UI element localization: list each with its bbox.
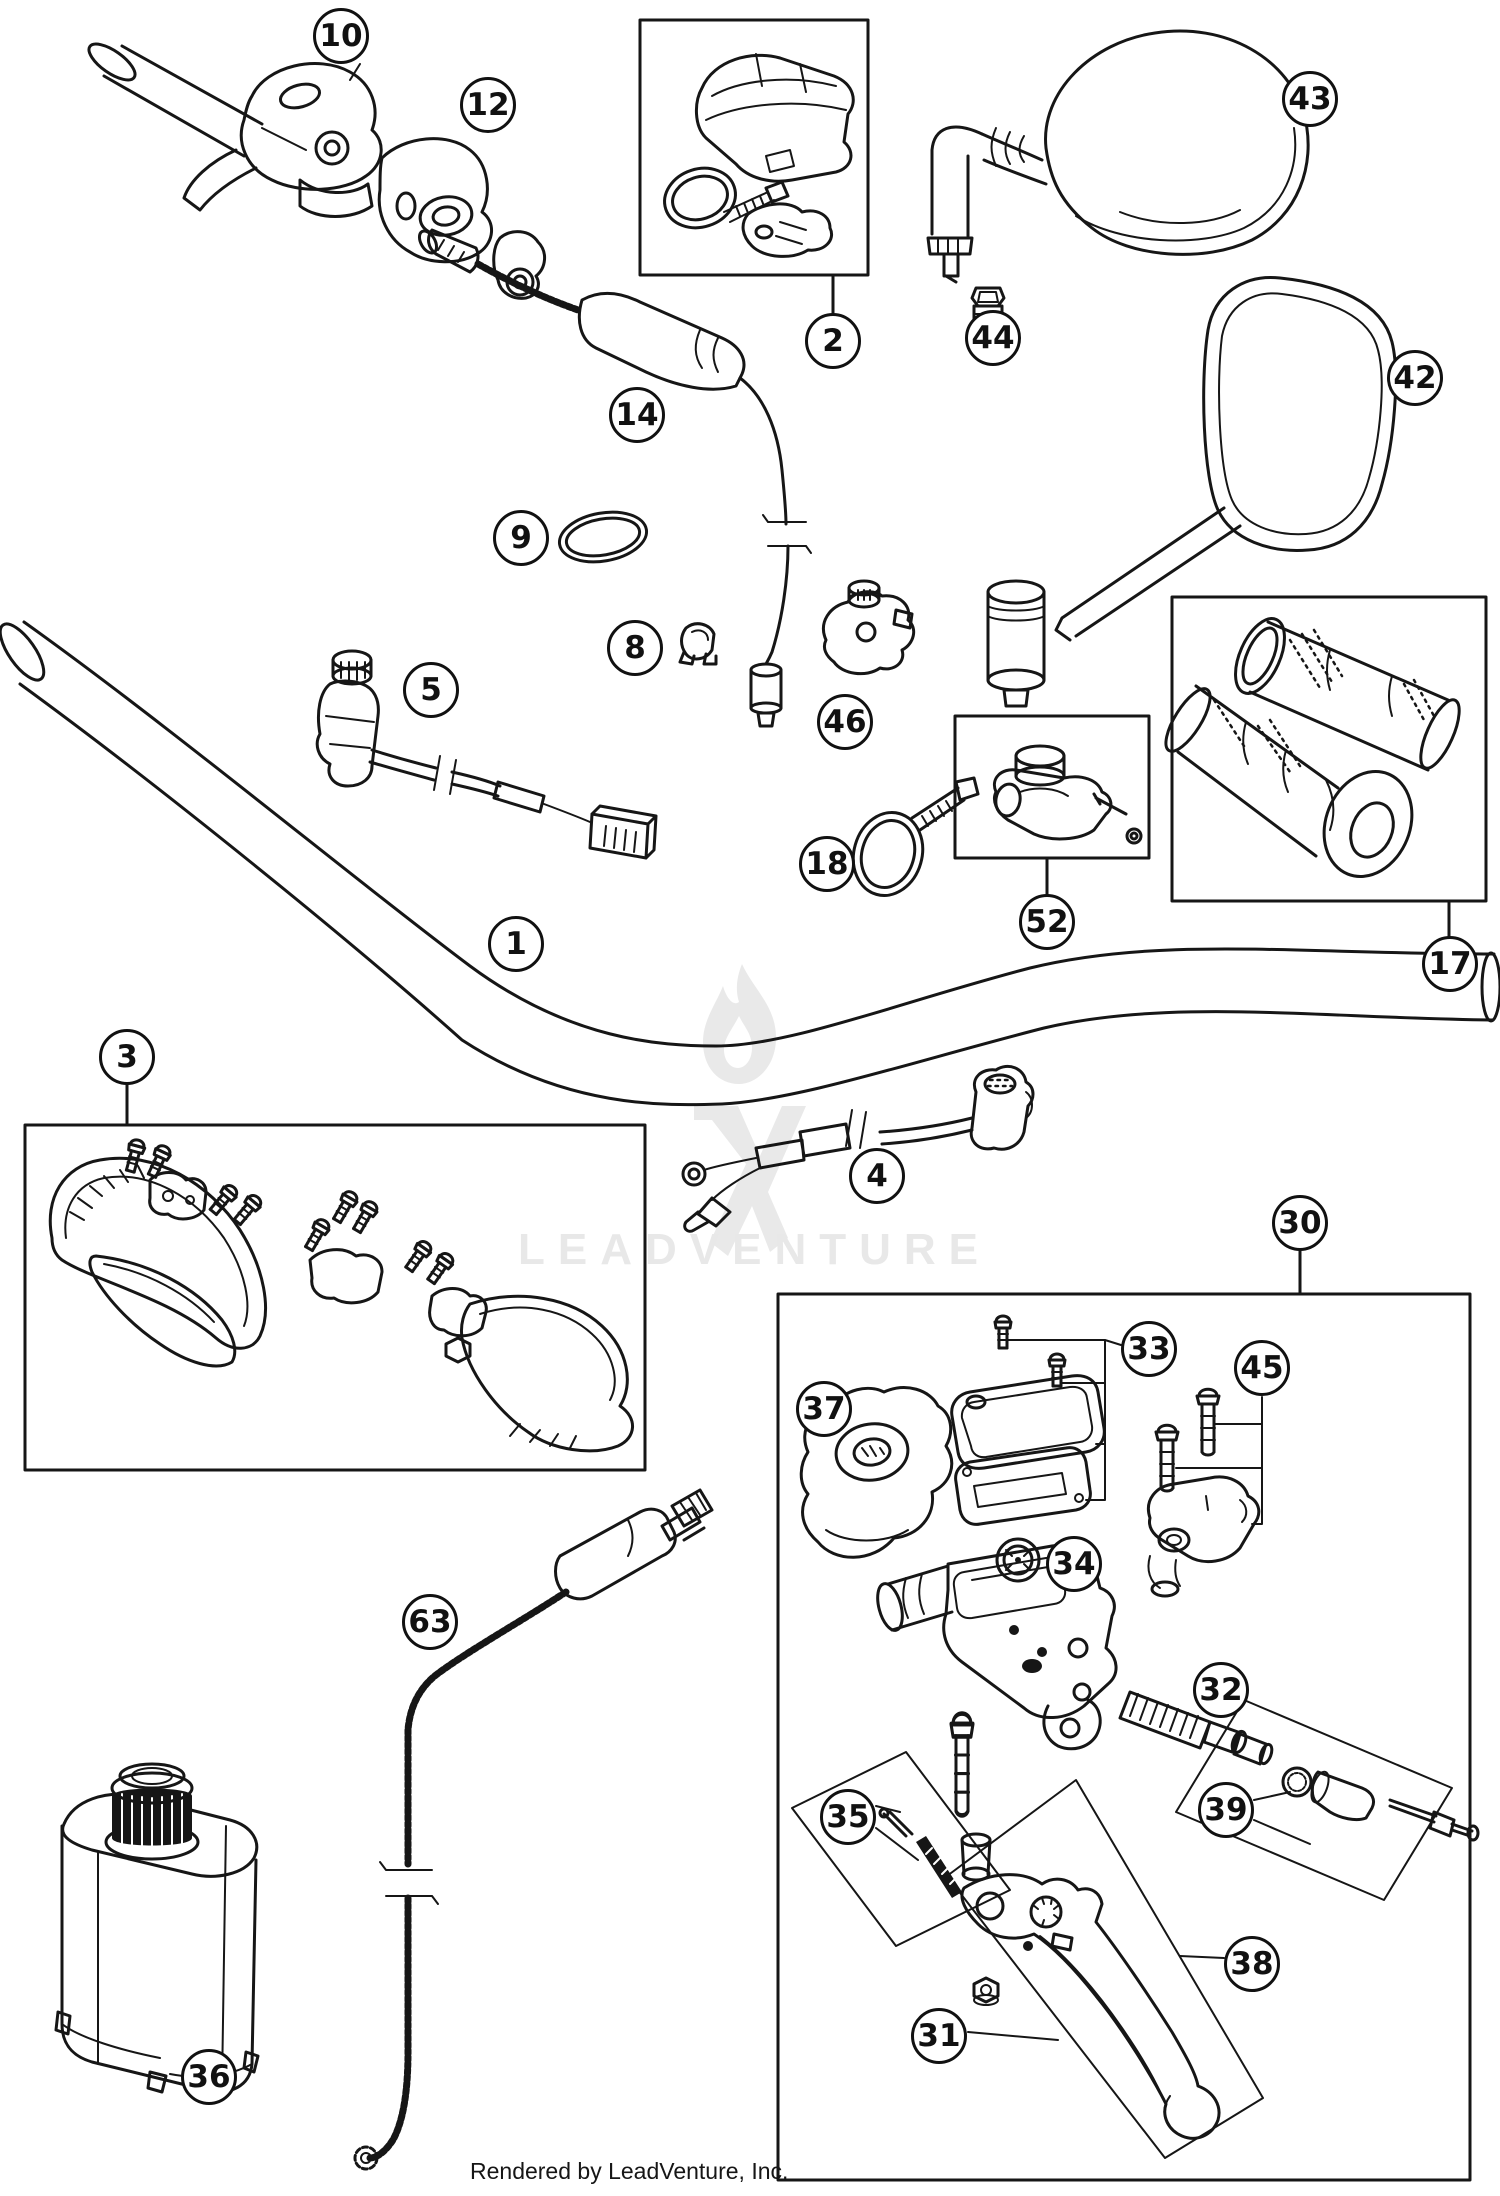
callout-17[interactable]: 17 — [1422, 936, 1478, 992]
clutch-cable — [353, 1488, 714, 2171]
callout-31[interactable]: 31 — [911, 2008, 967, 2064]
callout-12[interactable]: 12 — [460, 77, 516, 133]
callout-44[interactable]: 44 — [965, 310, 1021, 366]
callout-35[interactable]: 35 — [820, 1789, 876, 1845]
group-box-3 — [23, 1123, 647, 1472]
callout-36[interactable]: 36 — [181, 2049, 237, 2105]
cable-guide-bracket — [822, 579, 916, 676]
clutch-master-cylinder-kit — [799, 1314, 1480, 2140]
callout-30[interactable]: 30 — [1272, 1195, 1328, 1251]
throttle-cable — [417, 228, 812, 728]
throttle-cam-housing — [993, 744, 1143, 845]
cable-tie — [851, 776, 980, 897]
mirror-left — [926, 29, 1310, 284]
kill-switch-wires — [681, 1065, 1035, 1233]
cable-clamp — [678, 622, 718, 666]
group-box-30 — [776, 1292, 1472, 2182]
choke-switch-cable — [315, 649, 658, 860]
callout-34[interactable]: 34 — [1046, 1536, 1102, 1592]
group-boxes — [23, 18, 1488, 2182]
callout-45[interactable]: 45 — [1234, 1340, 1290, 1396]
handlebar — [0, 620, 1500, 1107]
callout-32[interactable]: 32 — [1193, 1662, 1249, 1718]
callout-39[interactable]: 39 — [1198, 1782, 1254, 1838]
render-credit: Rendered by LeadVenture, Inc. — [470, 2158, 789, 2184]
group-box-52 — [953, 714, 1151, 860]
oil-bottle — [54, 1762, 260, 2094]
callout-18[interactable]: 18 — [799, 836, 855, 892]
leader-lines — [125, 274, 1453, 2159]
callout-8[interactable]: 8 — [607, 620, 663, 676]
callout-38[interactable]: 38 — [1224, 1936, 1280, 1992]
brake-perch-assembly — [87, 42, 383, 218]
o-ring — [557, 510, 649, 564]
handguard-kit — [48, 1136, 634, 1453]
callout-43[interactable]: 43 — [1282, 71, 1338, 127]
mirror-right — [986, 276, 1398, 708]
grip-set — [1164, 617, 1461, 878]
callout-10[interactable]: 10 — [313, 8, 369, 64]
callout-37[interactable]: 37 — [796, 1381, 852, 1437]
watermark-text: LEADVENTURE — [518, 1225, 992, 1274]
callout-33[interactable]: 33 — [1121, 1321, 1177, 1377]
callout-3[interactable]: 3 — [99, 1029, 155, 1085]
callout-46[interactable]: 46 — [817, 694, 873, 750]
callout-4[interactable]: 4 — [849, 1148, 905, 1204]
callout-5[interactable]: 5 — [403, 662, 459, 718]
callout-14[interactable]: 14 — [609, 387, 665, 443]
callout-1[interactable]: 1 — [488, 916, 544, 972]
callout-2[interactable]: 2 — [805, 313, 861, 369]
throttle-cover-kit — [663, 53, 855, 258]
callout-52[interactable]: 52 — [1019, 894, 1075, 950]
callout-42[interactable]: 42 — [1387, 350, 1443, 406]
callout-63[interactable]: 63 — [402, 1594, 458, 1650]
callout-9[interactable]: 9 — [493, 510, 549, 566]
group-box-2 — [638, 18, 870, 277]
group-box-17 — [1170, 595, 1488, 903]
